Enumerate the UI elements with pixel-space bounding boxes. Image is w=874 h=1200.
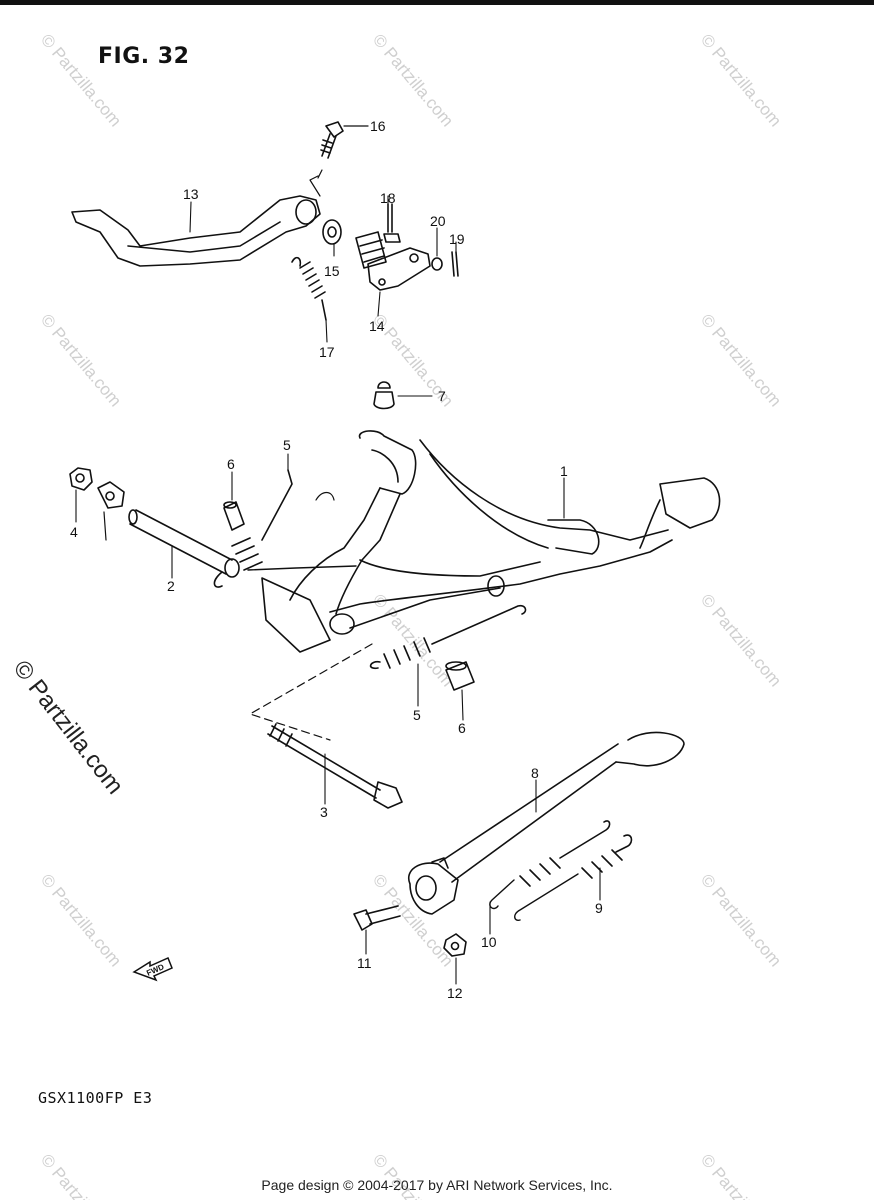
callout-12: 12 [447, 985, 463, 1001]
part-1-center-stand [247, 430, 721, 653]
part-13-brake-pedal [71, 169, 323, 267]
callout-4: 4 [70, 524, 78, 540]
part-4-cap [97, 481, 125, 541]
part-7-rubber-stopper [373, 381, 395, 410]
part-10-spring [489, 820, 611, 910]
part-3-long-bolt [267, 723, 403, 809]
part-20-washer [431, 257, 443, 271]
callout-2: 2 [167, 578, 175, 594]
watermark: © Partzilla.com [697, 30, 785, 130]
part-16-bolt [320, 121, 369, 159]
part-18-bolt [383, 203, 401, 243]
watermark: © Partzilla.com [37, 310, 125, 410]
part-19-cotter-pin [451, 251, 459, 277]
callout-labels: 16 13 18 20 19 15 14 17 7 5 6 1 4 2 5 6 … [70, 118, 603, 1001]
model-code: GSX1100FP E3 [38, 1089, 153, 1107]
callout-10: 10 [481, 934, 497, 950]
watermark: © Partzilla.com [697, 590, 785, 690]
callout-7: 7 [438, 388, 446, 404]
watermark: © Partzilla.com [37, 30, 125, 130]
callout-5-upper: 5 [283, 437, 291, 453]
callout-9: 9 [595, 900, 603, 916]
callout-11: 11 [357, 955, 372, 971]
part-15-washer [322, 219, 342, 245]
part-4-nut [69, 467, 93, 491]
callout-17: 17 [319, 344, 335, 360]
part-6-collar-lower [445, 661, 475, 691]
watermark: © Partzilla.com [369, 30, 457, 130]
part-17-spring [291, 256, 327, 321]
callout-18: 18 [380, 190, 396, 206]
callout-1: 1 [560, 463, 568, 479]
top-rule [0, 0, 874, 5]
part-2-pivot-shaft [128, 509, 240, 578]
callout-16: 16 [370, 118, 386, 134]
part-6-collar-upper [223, 501, 245, 531]
callout-13: 13 [183, 186, 199, 202]
callout-6-upper: 6 [227, 456, 235, 472]
part-5-spring-lower [369, 604, 527, 670]
page-footer: Page design © 2004-2017 by ARI Network S… [261, 1177, 613, 1193]
part-5-spring-upper [213, 469, 293, 588]
watermark-group: © Partzilla.com © Partzilla.com © Partzi… [37, 30, 785, 1200]
callout-6-lower: 6 [458, 720, 466, 736]
callout-8: 8 [531, 765, 539, 781]
callout-3: 3 [320, 804, 328, 820]
part-12-nut [443, 933, 467, 957]
watermark: © Partzilla.com [37, 870, 125, 970]
part-11-bolt [353, 905, 401, 931]
callout-19: 19 [449, 231, 465, 247]
fwd-arrow-icon: FWD [132, 956, 173, 982]
part-8-side-stand [407, 731, 685, 915]
part-9-spring [514, 834, 633, 922]
part-14-brake-shaft [355, 231, 431, 291]
callout-5-lower: 5 [413, 707, 421, 723]
figure-title: FIG. 32 [98, 44, 190, 69]
callout-14: 14 [369, 318, 385, 334]
watermark: © Partzilla.com [697, 310, 785, 410]
callout-15: 15 [324, 263, 340, 279]
callout-20: 20 [430, 213, 446, 229]
watermark: © Partzilla.com [697, 870, 785, 970]
